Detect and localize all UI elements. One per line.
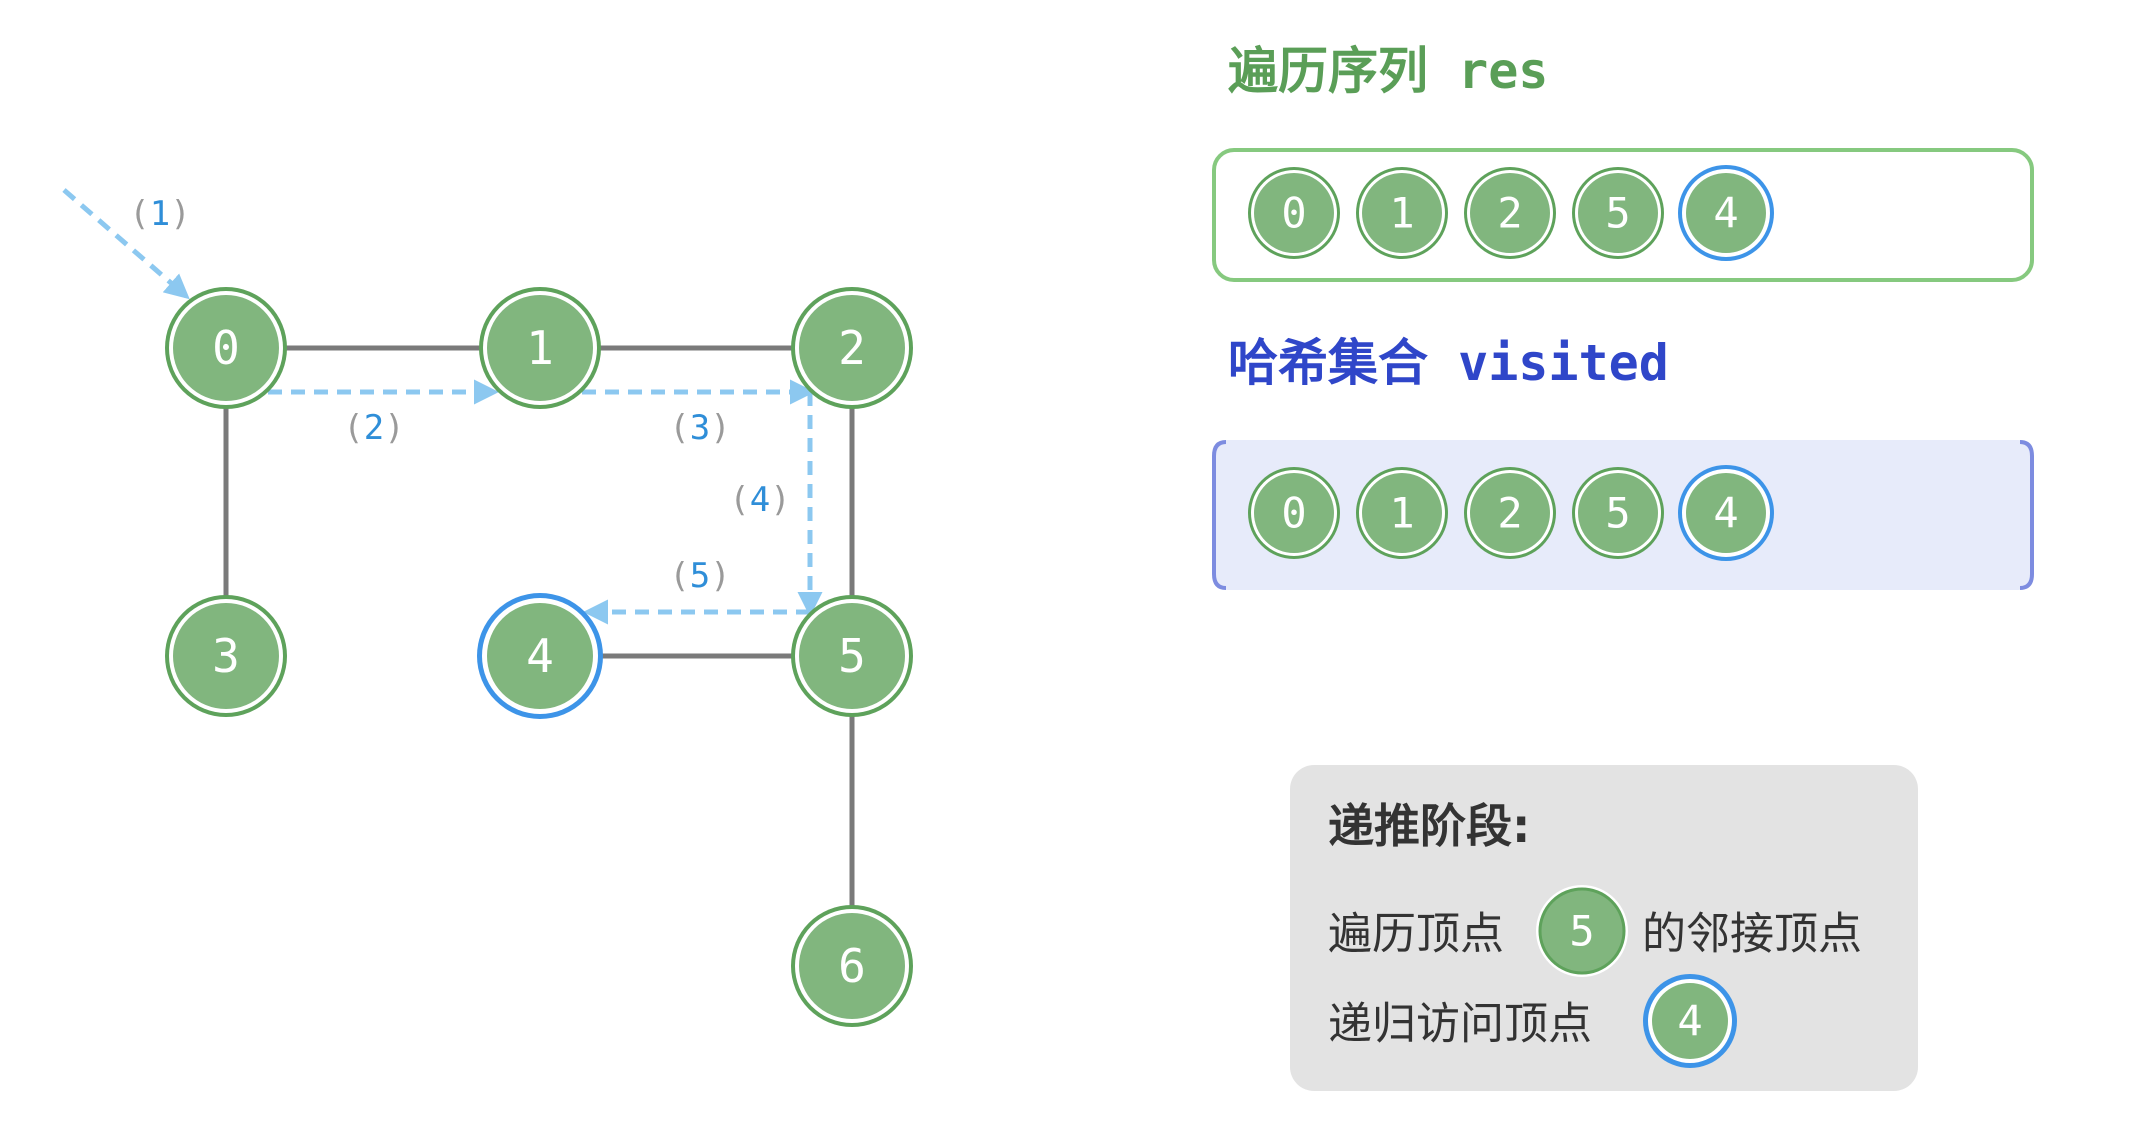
- visited-item-0-label: 0: [1281, 489, 1306, 538]
- graph-node-0: 0: [165, 287, 287, 409]
- visited-box-right-bracket: [2019, 440, 2034, 590]
- res-item-5: 5: [1572, 167, 1664, 259]
- visited-item-2-label: 2: [1497, 489, 1522, 538]
- graph-node-6-label: 6: [838, 939, 866, 993]
- note-line1-suffix: 的邻接顶点: [1642, 909, 1862, 960]
- traversal-path: (1) (2) (3) (4) (5): [62, 188, 823, 625]
- graph-node-2: 2: [791, 287, 913, 409]
- note-line2-prefix: 递归访问顶点: [1328, 999, 1592, 1050]
- visited-item-5-label: 5: [1605, 489, 1630, 538]
- res-item-1-label: 1: [1389, 189, 1414, 238]
- note-node-4: 4: [1643, 974, 1737, 1068]
- visited-item-4: 4: [1678, 465, 1774, 561]
- visited-item-4-label: 4: [1713, 489, 1738, 538]
- visited-title: 哈希集合 visited: [1228, 334, 1669, 392]
- res-title: 遍历序列 res: [1228, 42, 1548, 100]
- graph-node-6: 6: [791, 905, 913, 1027]
- res-item-0: 0: [1248, 167, 1340, 259]
- graph-node-3-label: 3: [212, 629, 240, 683]
- graph-node-4: 4: [477, 593, 603, 719]
- step-label-3: (3): [669, 408, 730, 448]
- res-items: 0 1 2 5 4: [1248, 165, 1774, 261]
- graph-node-0-label: 0: [212, 321, 240, 375]
- graph-node-1: 1: [479, 287, 601, 409]
- visited-item-5: 5: [1572, 467, 1664, 559]
- visited-items: 0 1 2 5 4: [1248, 465, 1774, 561]
- path-step-1: [62, 188, 190, 300]
- note-title: 递推阶段:: [1328, 799, 1530, 853]
- graph-nodes: 0 1 2 3 4 5 6: [165, 287, 913, 1027]
- res-item-2: 2: [1464, 167, 1556, 259]
- res-item-4-label: 4: [1713, 189, 1738, 238]
- graph-node-2-label: 2: [838, 321, 866, 375]
- res-item-0-label: 0: [1281, 189, 1306, 238]
- note-node-5-label: 5: [1569, 907, 1594, 956]
- note-node-5: 5: [1536, 885, 1628, 977]
- res-item-2-label: 2: [1497, 189, 1522, 238]
- res-item-4: 4: [1678, 165, 1774, 261]
- visited-item-2: 2: [1464, 467, 1556, 559]
- step-label-5: (5): [669, 556, 730, 596]
- note-line1-prefix: 遍历顶点: [1328, 909, 1504, 960]
- graph-node-5-label: 5: [838, 629, 866, 683]
- graph-node-5: 5: [791, 595, 913, 717]
- visited-item-1: 1: [1356, 467, 1448, 559]
- res-item-5-label: 5: [1605, 189, 1630, 238]
- visited-item-0: 0: [1248, 467, 1340, 559]
- visited-item-1-label: 1: [1389, 489, 1414, 538]
- graph-node-1-label: 1: [526, 321, 554, 375]
- graph-node-4-label: 4: [526, 629, 554, 683]
- note-node-4-label: 4: [1677, 997, 1702, 1046]
- step-label-1: (1): [129, 194, 190, 234]
- step-label-2: (2): [343, 408, 404, 448]
- visited-box-left-bracket: [1212, 440, 1227, 590]
- res-item-1: 1: [1356, 167, 1448, 259]
- step-label-4: (4): [729, 480, 790, 520]
- graph-node-3: 3: [165, 595, 287, 717]
